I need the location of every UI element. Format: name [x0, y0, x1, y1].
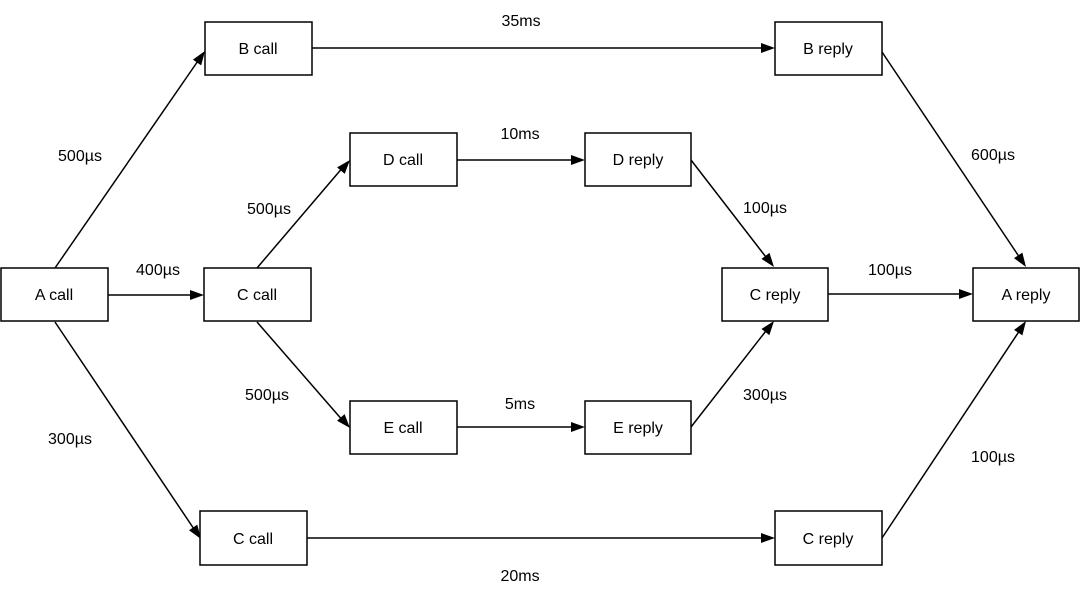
node-label: C reply: [750, 287, 801, 304]
edge-b-call-to-b-reply: [312, 43, 775, 53]
node-label: D reply: [613, 152, 664, 169]
node-c-reply-bottom: C reply: [774, 510, 883, 566]
edge-a-call-to-b-call: [54, 51, 205, 269]
edge-d-reply-to-c-reply: [690, 159, 774, 267]
edge-e-call-to-e-reply: [457, 422, 585, 432]
node-a-reply: A reply: [972, 267, 1080, 322]
node-label: A reply: [1002, 287, 1051, 304]
edge-e-reply-to-c-reply: [690, 321, 774, 428]
edge-label-d-reply-to-c-reply: 100µs: [743, 200, 787, 217]
edge-label-c-call-bottom-to-c-reply-bottom: 20ms: [500, 568, 539, 585]
edge-label-c-reply-bottom-to-a-reply: 100µs: [971, 449, 1015, 466]
edge-b-reply-to-a-reply: [881, 51, 1026, 267]
edge-label-b-call-to-b-reply: 35ms: [501, 13, 540, 30]
node-label: B reply: [803, 41, 853, 58]
edge-c-reply-bottom-to-a-reply: [881, 321, 1026, 539]
node-d-reply: D reply: [584, 132, 692, 187]
node-b-call: B call: [204, 21, 313, 76]
edge-label-a-call-to-b-call: 500µs: [58, 148, 102, 165]
edge-c-call-bottom-to-c-reply-bottom: [307, 533, 775, 543]
node-a-call: A call: [0, 267, 109, 322]
node-label: C call: [237, 287, 277, 304]
edge-label-e-call-to-e-reply: 5ms: [505, 396, 535, 413]
edge-c-call-to-e-call: [256, 321, 350, 428]
edge-label-a-call-to-c-call-bottom: 300µs: [48, 431, 92, 448]
node-b-reply: B reply: [774, 21, 883, 76]
node-label: C reply: [803, 531, 854, 548]
node-d-call: D call: [349, 132, 458, 187]
edge-d-call-to-d-reply: [457, 155, 585, 165]
edge-c-reply-mid-to-a-reply: [828, 289, 973, 299]
edge-label-b-reply-to-a-reply: 600µs: [971, 147, 1015, 164]
edge-label-d-call-to-d-reply: 10ms: [500, 126, 539, 143]
node-c-call-bottom: C call: [199, 510, 308, 566]
node-label: D call: [383, 152, 423, 169]
edge-label-a-call-to-c-call-mid: 400µs: [136, 262, 180, 279]
node-label: E call: [383, 420, 422, 437]
node-label: A call: [35, 287, 73, 304]
node-label: E reply: [613, 420, 663, 437]
edge-label-c-call-to-e-call: 500µs: [245, 387, 289, 404]
edge-label-e-reply-to-c-reply: 300µs: [743, 387, 787, 404]
node-label: C call: [233, 531, 273, 548]
node-c-call-mid: C call: [203, 267, 312, 322]
node-c-reply-mid: C reply: [721, 267, 829, 322]
edge-a-call-to-c-call-mid: [108, 290, 204, 300]
edge-label-c-call-to-d-call: 500µs: [247, 201, 291, 218]
edge-label-c-reply-mid-to-a-reply: 100µs: [868, 262, 912, 279]
node-label: B call: [238, 41, 277, 58]
edge-c-call-to-d-call: [256, 160, 350, 269]
node-e-reply: E reply: [584, 400, 692, 455]
edge-a-call-to-c-call-bottom: [54, 321, 201, 539]
node-e-call: E call: [349, 400, 458, 455]
